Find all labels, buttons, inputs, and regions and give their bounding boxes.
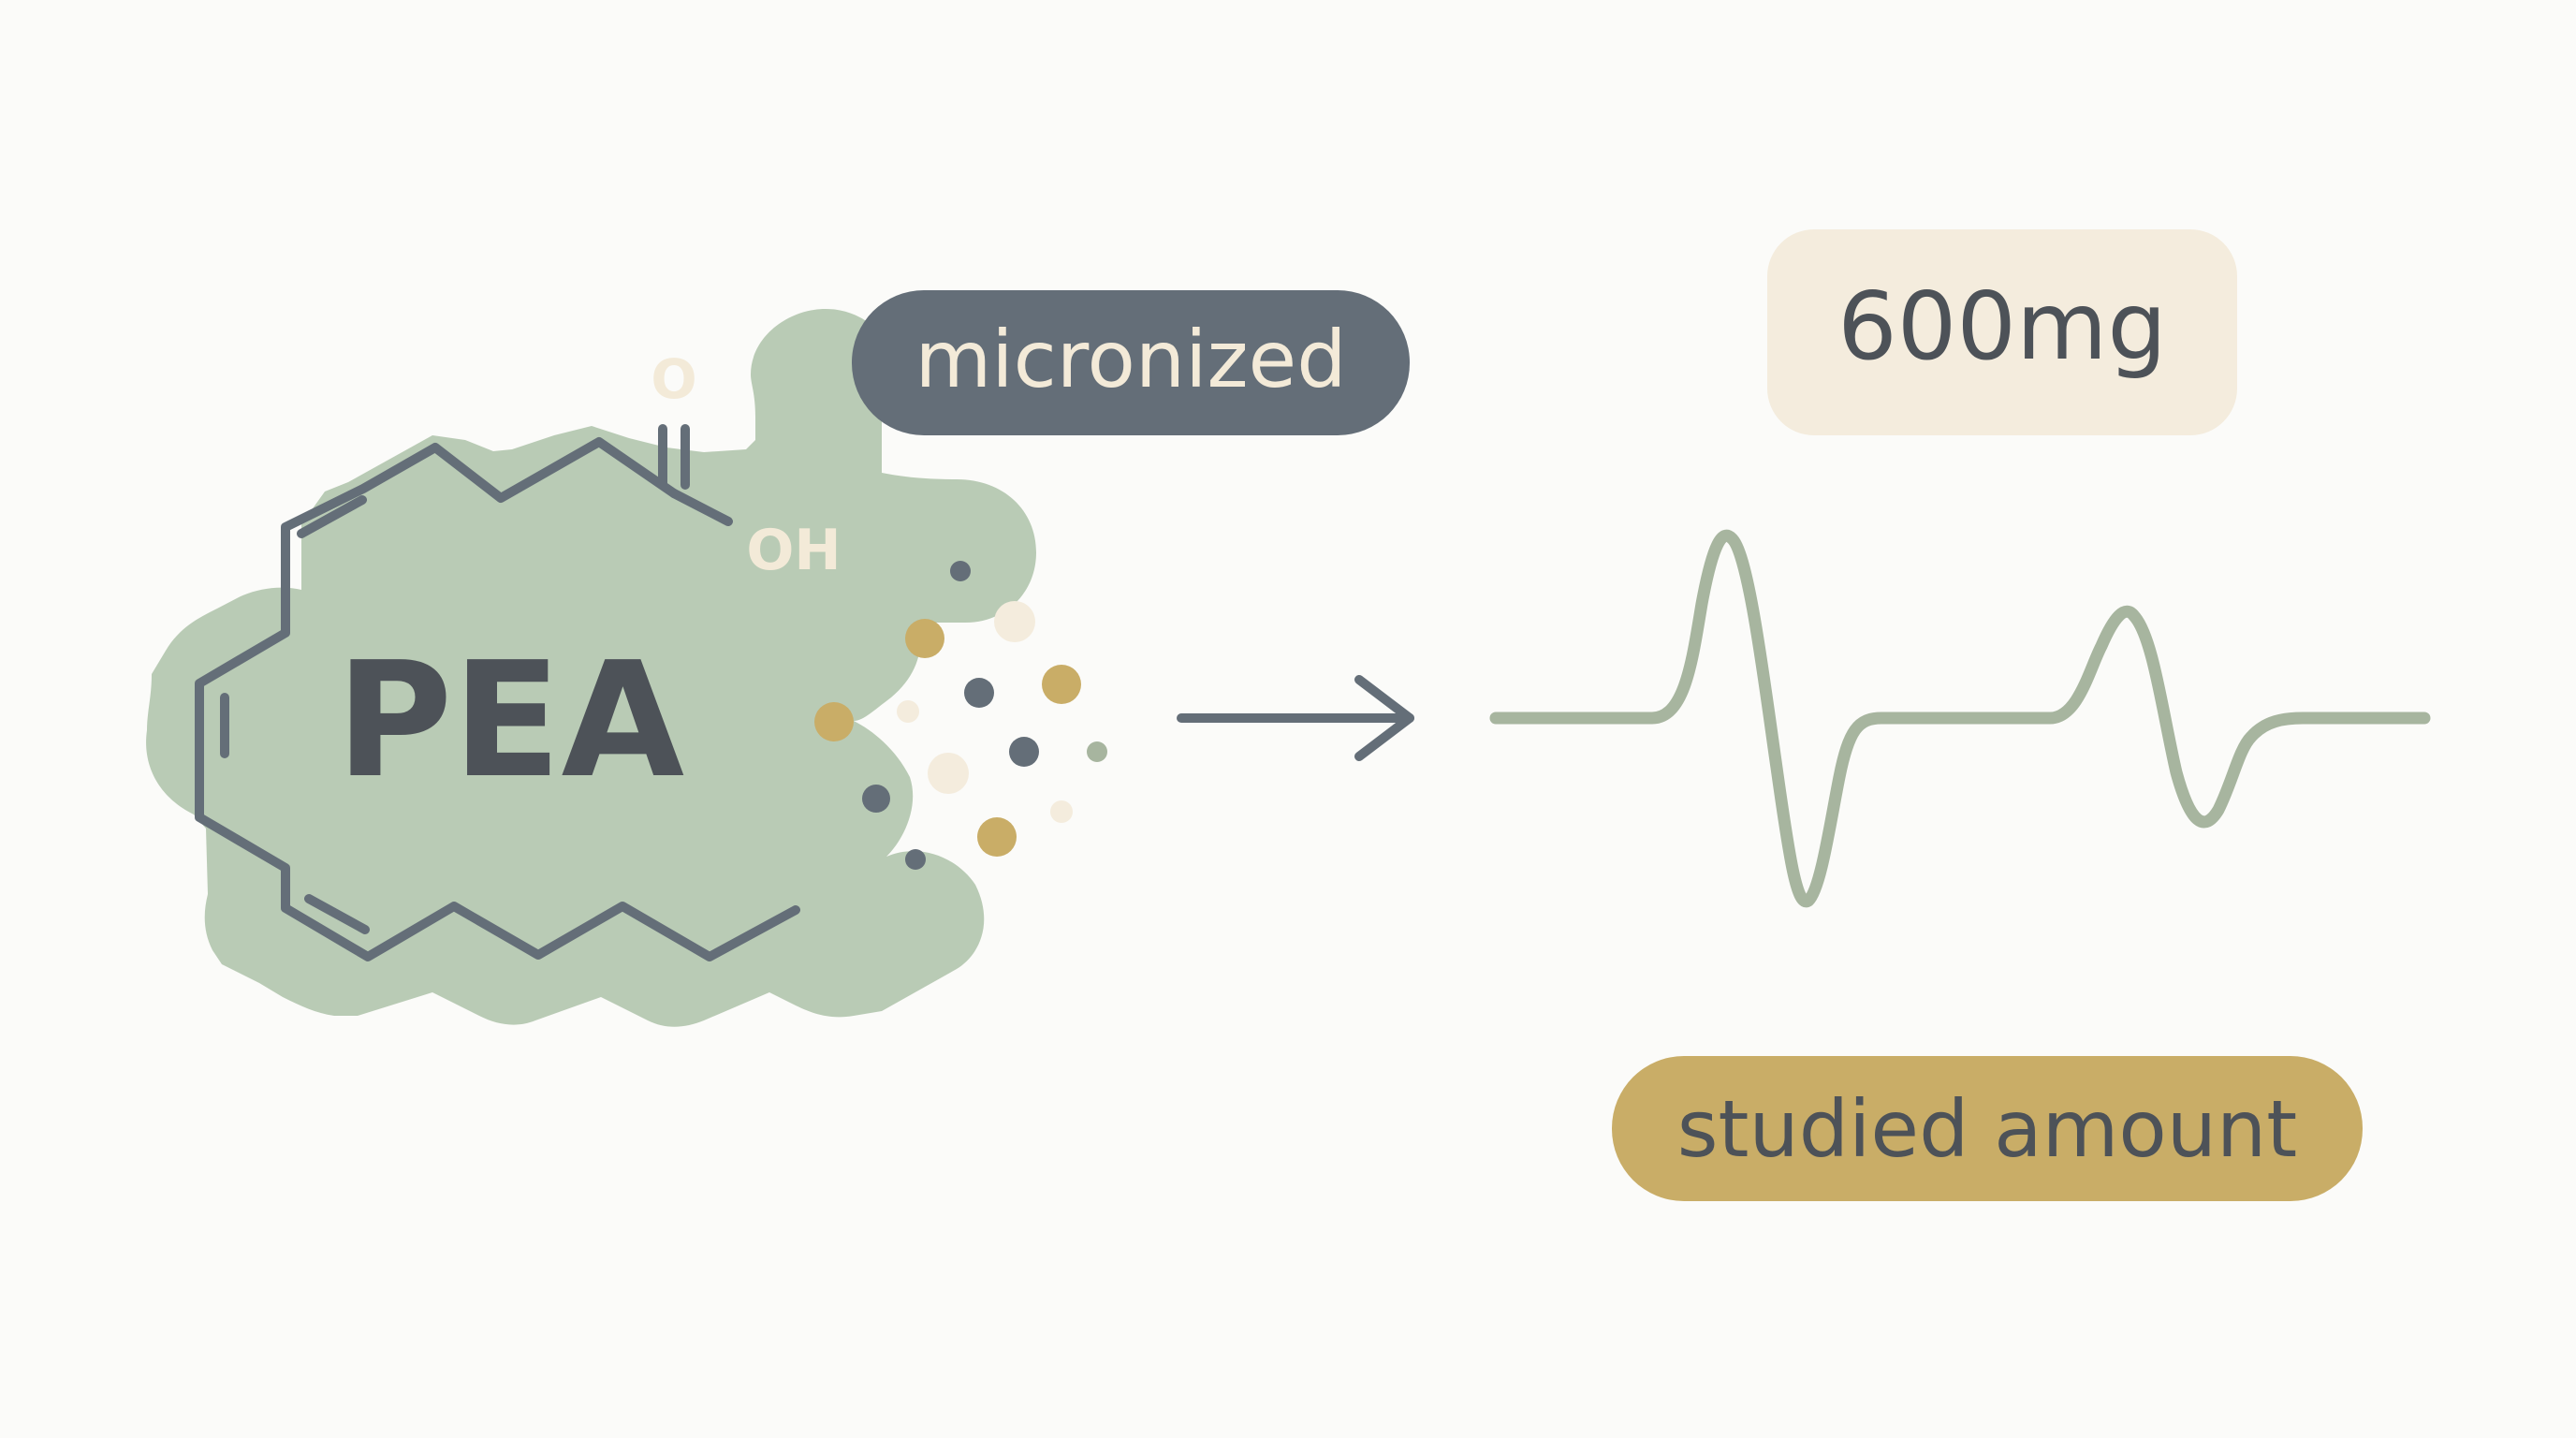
pea-molecule: O OH PEA bbox=[146, 309, 1037, 1027]
molecule-name: PEA bbox=[336, 628, 684, 814]
particle-dots-icon bbox=[814, 561, 1107, 870]
molecule-skeleton bbox=[195, 424, 800, 961]
micronized-badge: micronized bbox=[852, 290, 1410, 435]
studied-amount-label: studied amount bbox=[1677, 1083, 2297, 1175]
dose-amount: 600mg bbox=[1837, 271, 2167, 381]
hydroxyl-label: OH bbox=[746, 518, 841, 583]
micronized-label: micronized bbox=[915, 314, 1346, 405]
signal-wave-icon bbox=[1489, 529, 2431, 908]
arrow-right-icon bbox=[1177, 675, 1414, 761]
studied-amount-badge: studied amount bbox=[1612, 1056, 2363, 1201]
dose-badge: 600mg bbox=[1767, 229, 2237, 435]
oxygen-label: O bbox=[651, 347, 696, 411]
